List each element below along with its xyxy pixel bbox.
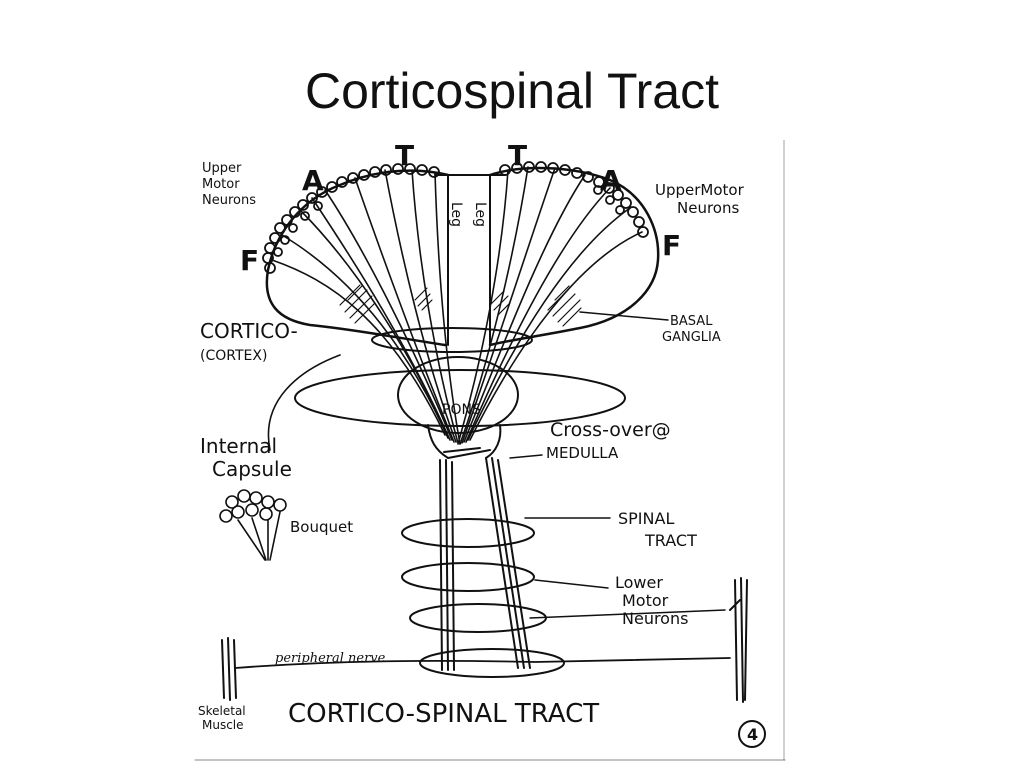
- spinal-segment-4: [419, 648, 565, 678]
- letter-t-left: T: [395, 140, 414, 172]
- skeletal-muscle-left: [221, 637, 237, 701]
- medulla-pointer: [509, 454, 543, 459]
- spinal-tract-label-1: SPINAL: [618, 509, 674, 528]
- letter-f-left: F: [240, 244, 259, 277]
- spinal-tract-label-2: TRACT: [644, 531, 697, 550]
- letter-t-right: T: [508, 140, 527, 172]
- skeletal-muscle-label-1: Skeletal: [198, 704, 246, 718]
- basal-ganglia-right: [489, 285, 582, 327]
- cortex-ring: [371, 327, 533, 353]
- basal-ganglia-label-1: BASAL: [670, 314, 713, 329]
- lower-motor-neurons-label-1: Lower: [615, 573, 663, 592]
- skeletal-muscle-label-2: Muscle: [202, 718, 244, 732]
- upper-motor-left-label-3: Neurons: [202, 193, 256, 208]
- skeletal-muscle-right: [729, 577, 748, 703]
- lower-motor-pointer: [534, 579, 609, 589]
- right-hemisphere-outline: [488, 166, 660, 347]
- left-hemisphere-outline: [265, 169, 450, 347]
- decussation: [443, 447, 491, 459]
- upper-motor-left-label-1: Upper: [202, 161, 242, 176]
- upper-motor-left-label-2: Motor: [202, 177, 240, 192]
- page-number: 4: [747, 725, 758, 744]
- spinal-segment-1: [401, 518, 535, 548]
- peripheral-nerve-line: [234, 657, 731, 669]
- bouquet-label: Bouquet: [290, 518, 353, 536]
- bouquet-sketch: [219, 489, 287, 561]
- motor-neuron-line: [529, 609, 726, 619]
- bottom-caption: CORTICO-SPINAL TRACT: [288, 699, 599, 729]
- pons-bulb: [397, 356, 519, 434]
- medulla-label: MEDULLA: [546, 444, 619, 462]
- left-cortical-neurons: [262, 163, 440, 274]
- lower-motor-neurons-label-2: Motor: [622, 591, 669, 610]
- spinal-segment-2: [401, 562, 535, 592]
- letter-a-right: A: [600, 164, 622, 197]
- basal-ganglia-label-2: GANGLIA: [662, 330, 721, 345]
- corticospinal-tract-drawing: Upper Motor Neurons UpperMotor Neurons F…: [194, 140, 786, 761]
- medulla-outline: [427, 424, 502, 459]
- letter-a-left: A: [302, 164, 324, 197]
- slide-title: Corticospinal Tract: [304, 63, 720, 119]
- pons-band: [294, 369, 626, 427]
- leg-label-left: Leg: [448, 202, 464, 227]
- leg-label-right: Leg: [472, 202, 488, 227]
- right-fibers: [457, 166, 643, 445]
- pons-label: PONS: [442, 402, 481, 418]
- letter-f-right: F: [662, 229, 681, 262]
- right-cortical-neurons: [499, 161, 649, 238]
- basal-ganglia-left: [339, 284, 433, 324]
- basal-ganglia-pointer: [579, 311, 669, 321]
- page-number-circle: [738, 720, 766, 748]
- cortex-label: (CORTEX): [200, 348, 267, 364]
- peripheral-nerve-label: peripheral nerve: [275, 651, 386, 666]
- internal-capsule-label-1: Internal: [200, 434, 277, 458]
- internal-capsule-label-2: Capsule: [212, 457, 292, 481]
- upper-motor-right-label-1: UpperMotor: [655, 181, 745, 199]
- upper-motor-right-label-2: Neurons: [677, 199, 739, 217]
- leg-area-outline: [434, 174, 506, 346]
- left-fibers: [271, 169, 461, 445]
- internal-capsule-pointer: [267, 354, 341, 451]
- cross-over-label: Cross-over@: [550, 419, 671, 441]
- lower-motor-neurons-label-3: Neurons: [622, 609, 688, 628]
- cortico-label: CORTICO-: [200, 319, 298, 343]
- spinal-segment-3: [409, 603, 547, 633]
